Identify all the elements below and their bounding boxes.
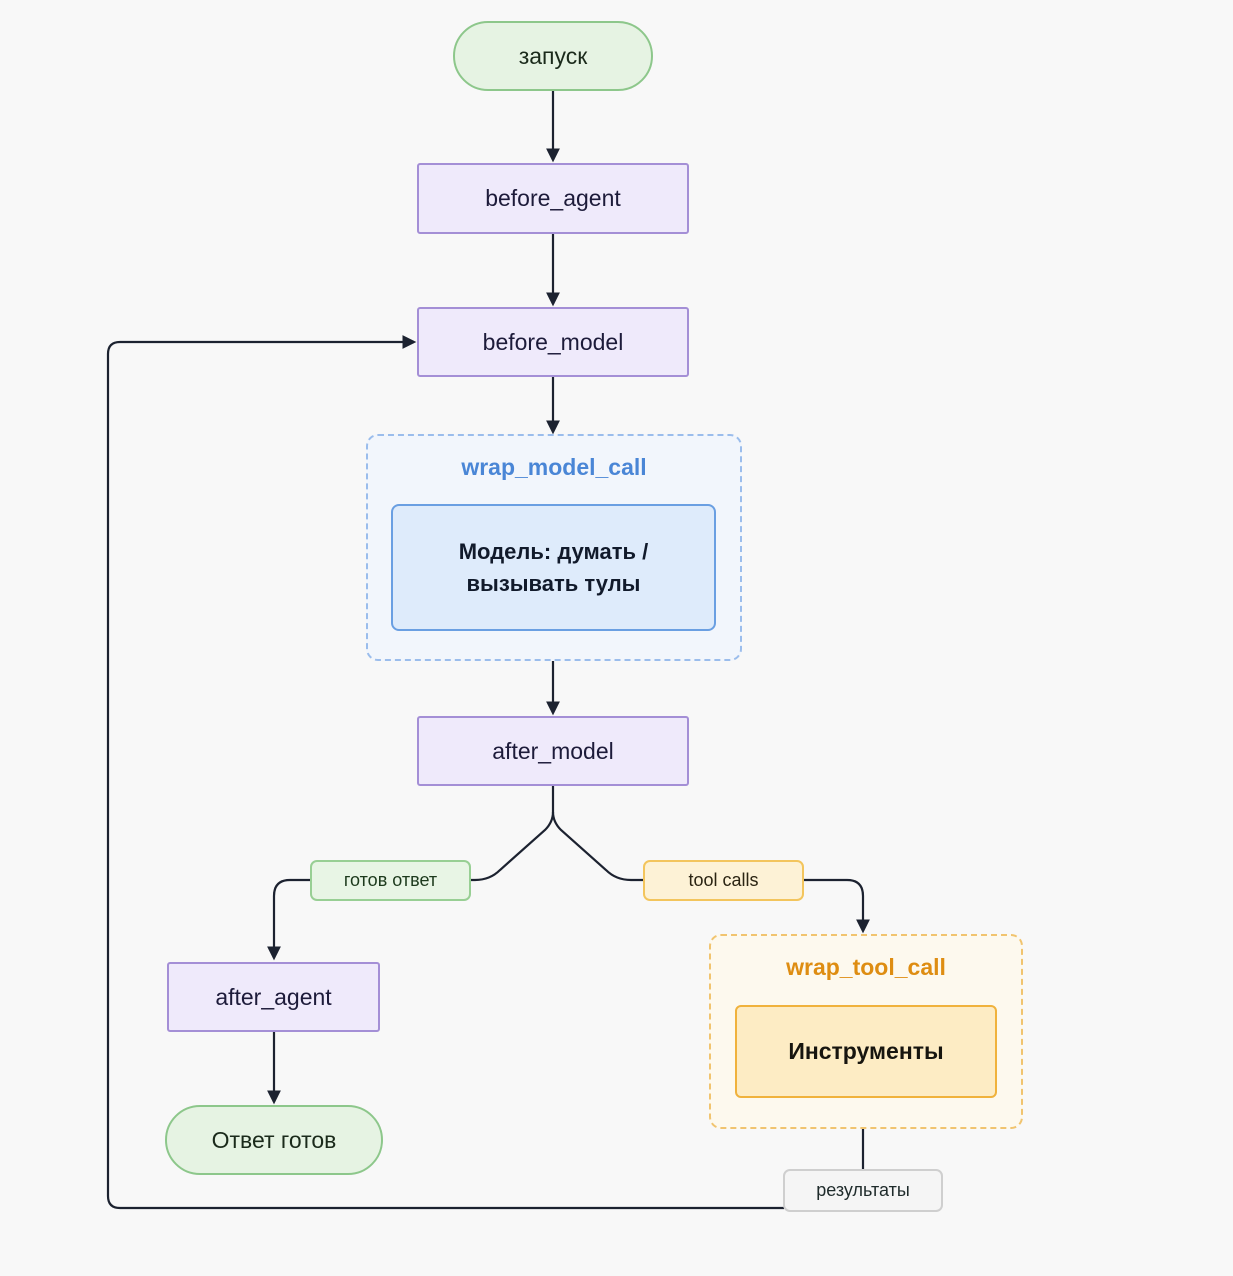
edge-label-tool-calls: tool calls	[643, 860, 804, 901]
before-model-node: before_model	[417, 307, 689, 377]
tools-node: Инструменты	[735, 1005, 997, 1098]
after-model-node: after_model	[417, 716, 689, 786]
edge-after-model-branch-left	[471, 786, 555, 882]
edge-results-loop	[106, 335, 784, 1210]
edge-label-ready: готов ответ	[310, 860, 471, 901]
start-node: запуск	[453, 21, 653, 91]
before-agent-node: before_agent	[417, 163, 689, 234]
after-agent-node: after_agent	[167, 962, 380, 1032]
end-node: Ответ готов	[165, 1105, 383, 1175]
edge-label-results: результаты	[783, 1169, 943, 1212]
edge-after-model-branch-right	[551, 811, 644, 882]
model-node: Модель: думать / вызывать тулы	[391, 504, 716, 631]
edge-toolcalls-wrap-tool	[804, 878, 870, 934]
edge-ready-after-agent	[267, 878, 310, 961]
